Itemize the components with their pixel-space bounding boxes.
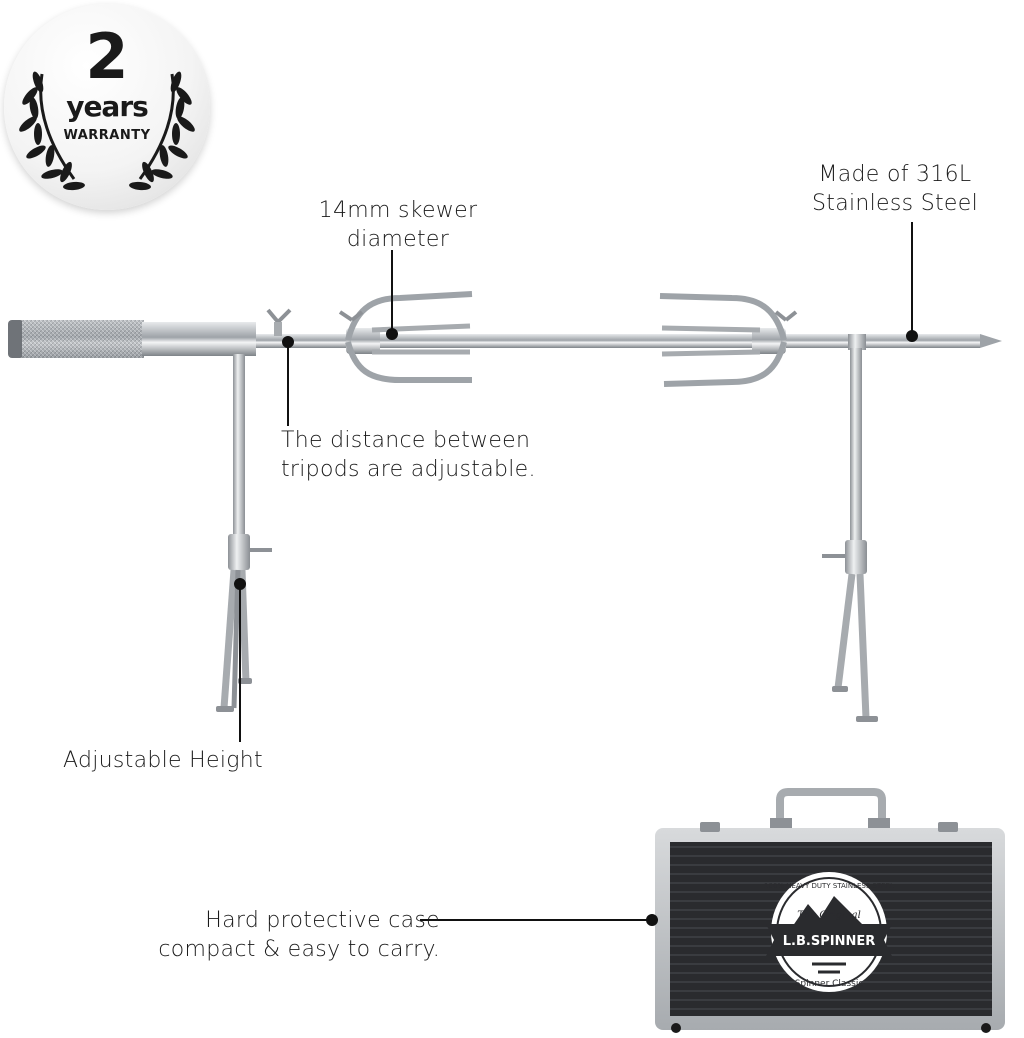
right-tripod bbox=[822, 334, 878, 722]
callout-dot-case bbox=[646, 914, 658, 926]
case-logo bbox=[766, 872, 892, 992]
callout-skewer-line2: diameter bbox=[346, 227, 450, 252]
spit-rod bbox=[250, 334, 980, 348]
left-fork bbox=[338, 291, 473, 383]
logo-brand: L.B.SPINNER bbox=[783, 934, 875, 949]
callout-distance-line1: The distance between bbox=[281, 428, 531, 453]
callout-distance: The distance between tripods are adjusta… bbox=[281, 426, 536, 484]
callout-dot-height bbox=[234, 578, 246, 590]
logo-bottom-arc: Spinner Classic bbox=[795, 979, 864, 989]
spit-tip bbox=[980, 334, 1002, 348]
callout-dot-skewer bbox=[386, 328, 398, 340]
logo-script: The Original bbox=[797, 910, 861, 921]
callout-dot-material bbox=[906, 330, 918, 342]
callout-material-line2: Stainless Steel bbox=[812, 191, 978, 216]
laurel-wreath-icon bbox=[19, 71, 195, 191]
callout-distance-line2: tripods are adjustable. bbox=[281, 457, 536, 482]
warranty-label: WARRANTY bbox=[63, 128, 151, 143]
handle-sleeve bbox=[142, 322, 256, 356]
warranty-number: 2 bbox=[85, 20, 129, 93]
mountain-icon bbox=[790, 896, 868, 930]
callout-case: Hard protective case compact & easy to c… bbox=[134, 906, 440, 964]
callout-lines bbox=[234, 222, 918, 926]
logo-top-arc: 100% HEAVY DUTY STAINLESS STEEL bbox=[764, 882, 894, 890]
carry-case bbox=[655, 788, 1005, 1033]
handle-cap bbox=[8, 320, 24, 358]
callout-skewer: 14mm skewer diameter bbox=[318, 196, 478, 254]
logo-ribbon bbox=[766, 924, 892, 956]
wing-nut-icon bbox=[266, 308, 292, 324]
right-fork bbox=[659, 293, 798, 387]
callout-material-line1: Made of 316L bbox=[818, 162, 972, 187]
left-tripod bbox=[216, 354, 272, 712]
callout-case-line1: Hard protective case bbox=[205, 908, 440, 933]
callout-material: Made of 316L Stainless Steel bbox=[800, 160, 990, 218]
callout-skewer-line1: 14mm skewer bbox=[318, 198, 478, 223]
warranty-badge: 2 years WARRANTY bbox=[4, 4, 210, 210]
case-handle bbox=[776, 788, 886, 828]
warranty-years: years bbox=[66, 90, 149, 123]
callout-dot-distance bbox=[282, 336, 294, 348]
callout-case-line2: compact & easy to carry. bbox=[158, 937, 440, 962]
callout-height: Adjustable Height bbox=[63, 748, 263, 773]
